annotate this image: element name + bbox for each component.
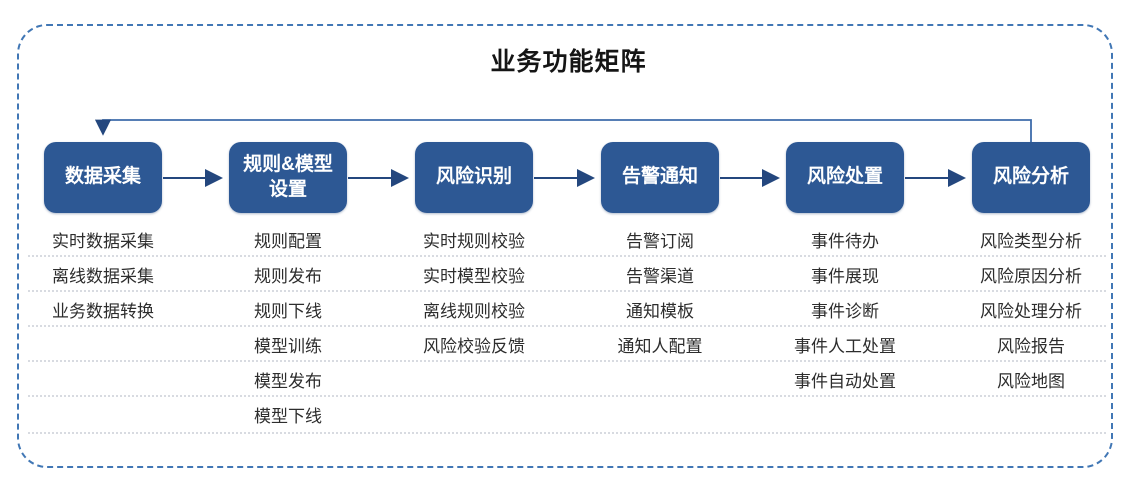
stage-header-risk-identify: 风险识别	[415, 142, 533, 213]
matrix-item: 规则配置	[254, 232, 322, 251]
matrix-item: 风险校验反馈	[423, 337, 525, 356]
row-separator	[28, 432, 1106, 434]
diagram-title: 业务功能矩阵	[490, 48, 647, 76]
matrix-item: 实时数据采集	[52, 232, 154, 251]
matrix-item: 告警订阅	[626, 232, 694, 251]
matrix-item: 风险原因分析	[980, 267, 1082, 286]
row-separator	[28, 290, 1106, 292]
matrix-item: 风险地图	[997, 372, 1065, 391]
matrix-item: 事件展现	[811, 267, 879, 286]
matrix-item: 通知人配置	[617, 337, 703, 356]
matrix-item: 实时模型校验	[423, 267, 525, 286]
row-separator	[28, 395, 1106, 397]
matrix-item: 离线规则校验	[423, 302, 525, 321]
matrix-item: 模型训练	[254, 337, 322, 356]
stage-header-data-collection: 数据采集	[44, 142, 162, 213]
stage-header-risk-handling: 风险处置	[786, 142, 904, 213]
stage-header-rule-model-setup: 规则&模型设置	[229, 142, 347, 213]
matrix-item: 告警渠道	[626, 267, 694, 286]
matrix-item: 实时规则校验	[423, 232, 525, 251]
row-separator	[28, 255, 1106, 257]
matrix-item: 模型发布	[254, 372, 322, 391]
matrix-item: 风险处理分析	[980, 302, 1082, 321]
matrix-item: 离线数据采集	[52, 267, 154, 286]
matrix-item: 事件自动处置	[794, 372, 896, 391]
matrix-item: 业务数据转换	[52, 302, 154, 321]
matrix-item: 风险报告	[997, 337, 1065, 356]
row-separator	[28, 360, 1106, 362]
matrix-item: 事件待办	[811, 232, 879, 251]
stage-header-risk-analysis: 风险分析	[972, 142, 1090, 213]
stage-header-alert-notify: 告警通知	[601, 142, 719, 213]
matrix-item: 规则下线	[254, 302, 322, 321]
matrix-item: 风险类型分析	[980, 232, 1082, 251]
matrix-item: 通知模板	[626, 302, 694, 321]
dashed-panel-border	[17, 24, 1113, 468]
matrix-item: 模型下线	[254, 407, 322, 426]
matrix-item: 规则发布	[254, 267, 322, 286]
matrix-item: 事件人工处置	[794, 337, 896, 356]
matrix-item: 事件诊断	[811, 302, 879, 321]
row-separator	[28, 325, 1106, 327]
